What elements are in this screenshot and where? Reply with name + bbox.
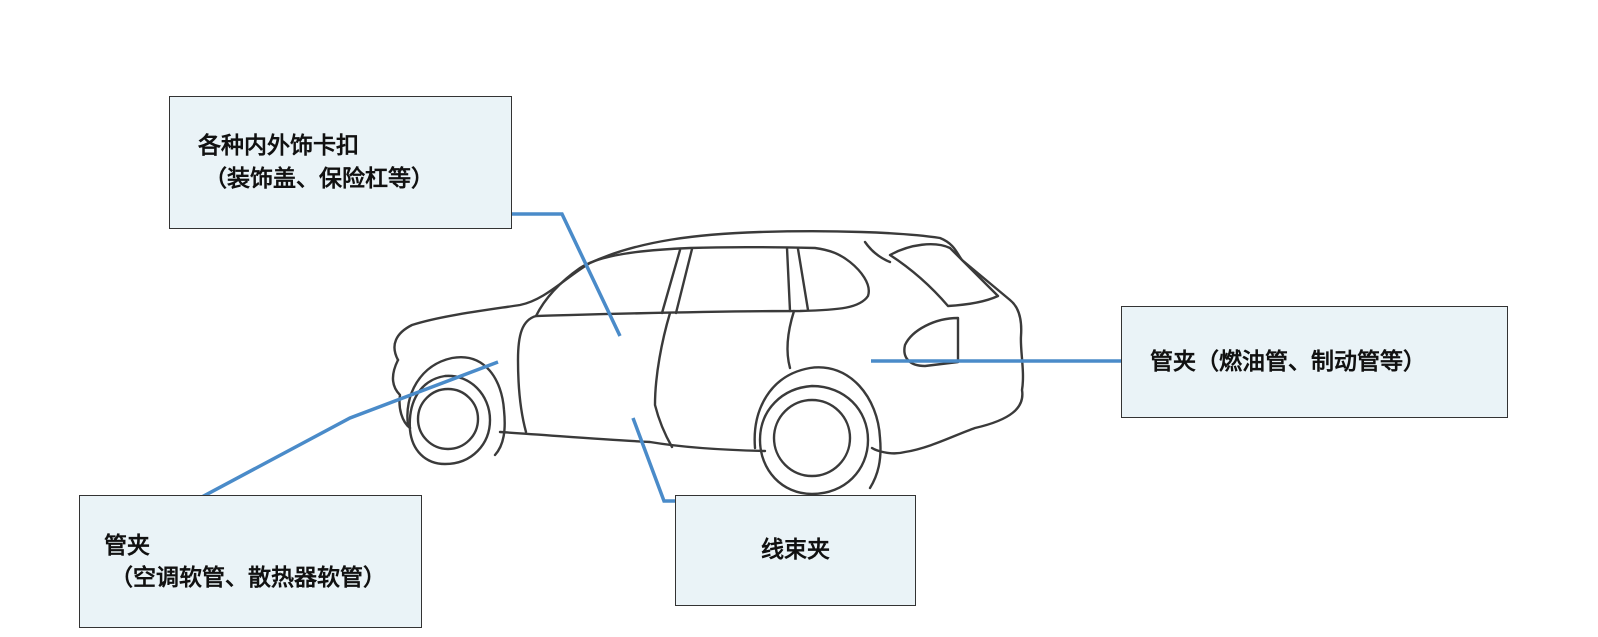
callout-fuel-brake-clamps-title: 管夹（燃油管、制动管等） (1150, 349, 1426, 375)
callout-hose-clamps: 管夹 （空调软管、散热器软管） (79, 495, 422, 628)
callout-harness-clips-title: 线束夹 (761, 537, 830, 563)
callout-hose-clamps-detail: （空调软管、散热器软管） (110, 565, 386, 591)
car-outline (391, 230, 1025, 496)
leader-line-harness-clips (631, 417, 703, 503)
callout-trim-clips: 各种内外饰卡扣 （装饰盖、保险杠等） (169, 96, 512, 229)
callout-fuel-brake-clamps: 管夹（燃油管、制动管等） (1121, 306, 1508, 418)
callout-harness-clips: 线束夹 (675, 495, 916, 606)
callout-trim-clips-title: 各种内外饰卡扣 (198, 133, 359, 159)
leader-lines (169, 212, 1131, 516)
callout-trim-clips-detail: （装饰盖、保险杠等） (204, 166, 434, 192)
callout-hose-clamps-title: 管夹 (104, 533, 150, 559)
leader-line-hose-clamps (169, 360, 499, 516)
leader-line-trim-clips (467, 212, 622, 337)
